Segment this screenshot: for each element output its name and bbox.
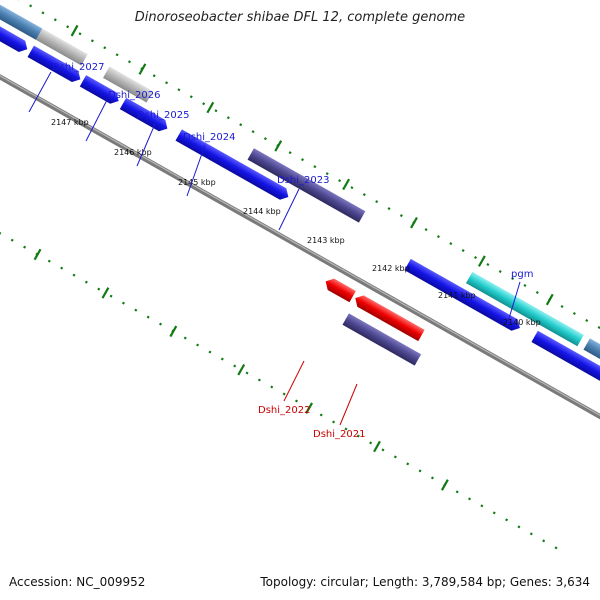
lower-major-tick-2142 [305, 402, 314, 414]
tick-label-2144: 2144 kbp [243, 207, 281, 216]
gene-label-dshi-2024[interactable]: Dshi_2024 [183, 132, 235, 143]
gene-bar-pgm[interactable] [465, 271, 584, 347]
leader-dshi-2026 [85, 99, 108, 142]
gene-bar-dshi-2027[interactable] [0, 3, 43, 40]
gene-label-dshi-2026[interactable]: Dshi_2026 [108, 90, 160, 101]
backbone-highlight [0, 56, 600, 433]
lower-minor-ticks [0, 175, 563, 552]
gene-label-dshi-2027[interactable]: Dshi_2027 [52, 62, 104, 73]
tick-labels: 2147 kbp 2146 kbp 2145 kbp 2144 kbp 2143… [51, 118, 541, 327]
gene-bar-dshi-2026[interactable] [36, 28, 88, 66]
cds-arrow-next[interactable] [531, 330, 600, 406]
gene-label-dshi-2021[interactable]: Dshi_2021 [313, 429, 365, 440]
leader-dshi-2027 [28, 71, 52, 113]
tick-label-2147: 2147 kbp [51, 118, 89, 127]
cds-arrow-pgm[interactable] [404, 258, 523, 334]
gene-labels: Dshi_2027 Dshi_2026 Dshi_2025 Dshi_2024 … [52, 62, 533, 440]
leader-dshi-2021 [339, 383, 358, 426]
major-tick-2146 [138, 63, 147, 75]
lower-major-tick-2144 [169, 325, 178, 338]
forward-cds-track [0, 20, 600, 406]
lower-major-tick-2143 [237, 363, 246, 376]
leader-dshi-2025 [136, 123, 156, 167]
gene-bar-dshi-2023[interactable] [247, 148, 366, 223]
major-tick-2143 [342, 178, 351, 191]
gene-track [0, 3, 600, 380]
cds-arrow-dshi-2027[interactable] [0, 20, 30, 55]
reverse-cds-track [322, 276, 425, 342]
backbone-line [0, 56, 600, 435]
gene-leader-lines [28, 71, 521, 426]
major-tick-2140 [545, 293, 554, 306]
tick-label-2145: 2145 kbp [178, 178, 216, 187]
leader-dshi-2022 [283, 360, 305, 402]
lower-major-tick-2145 [101, 287, 110, 299]
gene-label-dshi-2023[interactable]: Dshi_2023 [277, 175, 329, 186]
lower-major-ticks [33, 248, 449, 491]
tick-label-2143: 2143 kbp [307, 236, 345, 245]
tick-label-2140: 2140 kbp [503, 318, 541, 327]
gene-label-pgm[interactable]: pgm [511, 269, 533, 280]
lower-tick-track [0, 175, 563, 552]
gene-bar-dshi-2025[interactable] [103, 66, 153, 103]
tick-label-2141: 2141 kbp [438, 291, 476, 300]
lower-major-tick-2146 [33, 248, 42, 261]
major-tick-2141 [477, 255, 486, 267]
leader-dshi-2024 [186, 144, 206, 197]
genome-summary-text: Topology: circular; Length: 3,789,584 bp… [260, 575, 590, 589]
upper-major-ticks [70, 24, 554, 306]
leader-dshi-2023 [278, 188, 300, 231]
map-title: Dinoroseobacter shibae DFL 12, complete … [134, 10, 466, 25]
cds-arrow-dshi-2026[interactable] [27, 45, 84, 85]
lower-major-tick-2140 [440, 479, 449, 491]
major-tick-2144 [274, 140, 283, 152]
major-tick-2147 [70, 24, 79, 37]
tick-label-2142: 2142 kbp [372, 264, 410, 273]
cds-arrow-dshi-2025[interactable] [79, 75, 122, 107]
cds-arrow-dshi-2021[interactable] [352, 292, 425, 342]
major-tick-2142 [410, 216, 418, 229]
cds-arrow-dshi-2022[interactable] [322, 276, 356, 303]
major-tick-2145 [206, 101, 215, 114]
accession-text: Accession: NC_009952 [9, 575, 146, 589]
leader-pgm [506, 281, 521, 326]
lower-major-tick-2141 [373, 440, 381, 453]
gene-label-dshi-2025[interactable]: Dshi_2025 [137, 110, 189, 121]
gene-bar-next[interactable] [583, 338, 600, 380]
cds-arrow-dshi-2023[interactable] [175, 129, 291, 202]
cds-arrow-dshi-2024[interactable] [119, 97, 171, 134]
tick-label-2146: 2146 kbp [114, 148, 152, 157]
gene-bar-dshi-2021[interactable] [342, 313, 422, 366]
genome-backbone [0, 56, 600, 435]
gene-label-dshi-2022[interactable]: Dshi_2022 [258, 405, 310, 416]
